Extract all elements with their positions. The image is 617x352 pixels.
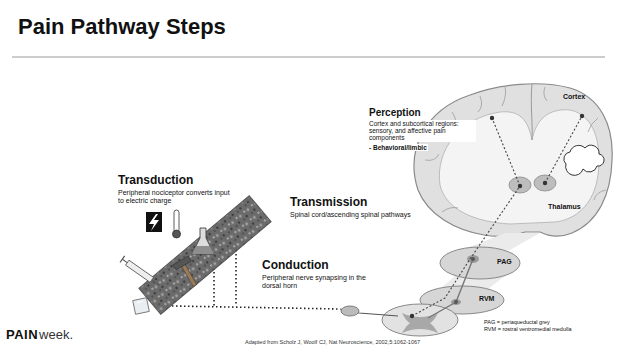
thermometer-icon: [173, 210, 181, 238]
slide-title: Pain Pathway Steps: [18, 14, 226, 39]
step-description: Spinal cord/ascending spinal pathways: [289, 211, 412, 219]
ascending-pathway-part: [518, 184, 522, 188]
ascending-pathway-part: [492, 116, 582, 186]
peripheral-nerve-part: [341, 306, 359, 316]
region-label: Cortex: [563, 93, 585, 101]
descending-pathway: [428, 257, 475, 318]
region-label: PAG: [497, 258, 512, 266]
descending-pathway-part: [454, 300, 458, 304]
ice-cube-icon-part: [137, 301, 143, 303]
ice-cube-icon: [133, 298, 150, 315]
label-slot: Thalamus: [548, 203, 581, 211]
abbreviation-note: RVM = rostral ventromedial medulla: [484, 326, 571, 332]
label-slot: PAIN: [6, 328, 38, 343]
ascending-pathway-part: [412, 186, 520, 316]
lightning-icon-part: [146, 212, 162, 232]
nerve-fiber-image-part: [139, 196, 271, 315]
descending-pathway-part: [428, 259, 473, 318]
peripheral-nerve-part: [172, 290, 340, 309]
step-heading: Transmission: [289, 196, 368, 210]
thermometer-icon-part: [174, 210, 179, 232]
flask-icon-part: [192, 246, 214, 254]
brain-section-part: [509, 177, 531, 193]
brain-section-part: [425, 86, 606, 212]
label-slot: Spinal cord/ascending spinal pathways: [289, 211, 412, 219]
label-slot: week.: [39, 328, 73, 343]
label-slot: Cortex and subcortical regions: sensory,…: [368, 120, 476, 142]
region-label: RVM: [479, 295, 494, 303]
abbreviation-note: PAG = periaqueductal grey: [484, 319, 550, 325]
flask-icon-part: [192, 228, 214, 254]
brain-section-part: [414, 84, 612, 237]
brainstem-slices-part: [440, 247, 520, 279]
source-caption: Adapted from Scholz J, Woolf CJ, Nat Neu…: [245, 339, 420, 345]
ice-cube-icon-part: [133, 298, 150, 315]
label-slot: Peripheral nerve synapsing in the dorsal…: [262, 274, 372, 290]
label-slot: Cortex: [563, 93, 585, 101]
brain-section: [414, 84, 612, 237]
spinal-cord-section-part: [382, 304, 458, 336]
step-description: Cortex and subcortical regions: sensory,…: [368, 120, 476, 142]
label-slot: - Behavioral/limbic: [368, 144, 428, 151]
ascending-pathway-part: [490, 116, 494, 120]
label-slot: Perception: [368, 107, 422, 119]
brain-section-part: [534, 175, 556, 191]
logo-text: PAIN: [6, 328, 38, 343]
label-slot: RVM = rostral ventromedial medulla: [484, 326, 571, 332]
hammer-icon-part: [181, 264, 196, 287]
ascending-pathway-part: [580, 114, 584, 118]
brainstem-slices: [405, 233, 540, 314]
logo-text: week.: [39, 328, 73, 343]
syringe-icon: [120, 256, 162, 289]
step-heading: Transduction: [118, 174, 193, 188]
label-slot: PAG: [497, 258, 512, 266]
label-slot: RVM: [479, 295, 494, 303]
lightning-icon-part: [149, 214, 159, 231]
ascending-pathway: [410, 114, 584, 318]
step-heading: Conduction: [262, 259, 329, 273]
title-rule: [12, 57, 605, 58]
syringe-icon-part: [122, 259, 127, 262]
label-slot: Transduction: [118, 174, 193, 188]
label-slot: Transmission: [289, 196, 368, 210]
hammer-icon-part: [173, 256, 192, 270]
thermometer-icon-part: [173, 230, 181, 238]
flask-icon: [192, 228, 214, 254]
region-label: Thalamus: [548, 203, 581, 211]
descending-pathway-part: [471, 257, 475, 261]
syringe-icon-part: [120, 256, 125, 263]
brain-section-part: [531, 84, 533, 140]
spinal-cord-section: [382, 304, 458, 336]
syringe-icon-part: [126, 260, 154, 282]
caption-slot: Adapted from Scholz J, Woolf CJ, Nat Neu…: [245, 339, 420, 345]
ascending-pathway-part: [410, 314, 414, 318]
title-slot: Pain Pathway Steps: [18, 14, 226, 39]
label-slot: Conduction: [262, 259, 329, 273]
nerve-fiber-image: [139, 196, 271, 315]
step-note: - Behavioral/limbic: [368, 144, 428, 151]
step-description: Peripheral nociceptor converts input to …: [118, 189, 230, 205]
step-heading: Perception: [368, 107, 422, 119]
lightning-icon: [146, 212, 162, 232]
label-slot: PAG = periaqueductal grey: [484, 319, 550, 325]
syringe-icon-part: [152, 280, 160, 286]
hammer-icon: [173, 256, 203, 290]
thought-cloud: [564, 145, 604, 175]
label-slot: Peripheral nociceptor converts input to …: [118, 189, 230, 205]
step-description: Peripheral nerve synapsing in the dorsal…: [262, 274, 372, 290]
ascending-pathway-part: [543, 181, 547, 185]
